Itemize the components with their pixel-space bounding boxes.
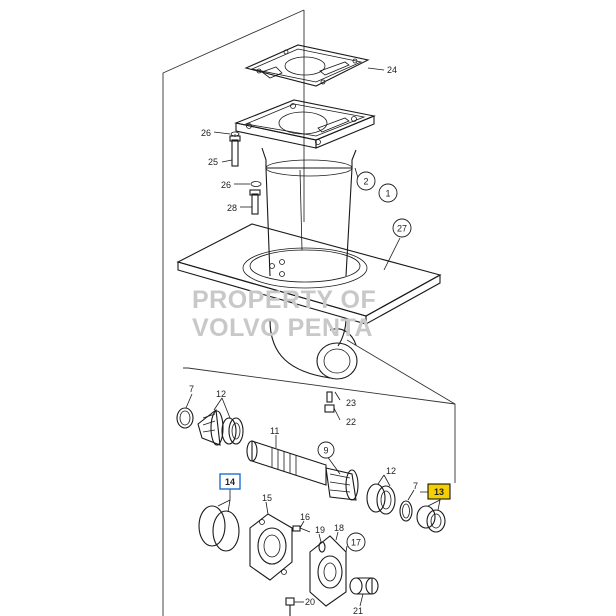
o-rings-14 bbox=[198, 505, 240, 552]
callout-17-label: 17 bbox=[351, 538, 361, 548]
bolt-25 bbox=[229, 135, 241, 167]
callout-22[interactable]: 22 bbox=[346, 417, 356, 427]
bolt-16 bbox=[292, 525, 311, 533]
callout-24[interactable]: 24 bbox=[387, 65, 397, 75]
callout-16[interactable]: 16 bbox=[300, 512, 310, 522]
pinion-gear bbox=[325, 467, 359, 501]
bearing-12-right bbox=[366, 483, 396, 515]
callout-11[interactable]: 11 bbox=[270, 426, 279, 436]
callout-20[interactable]: 20 bbox=[305, 597, 315, 607]
seal-13 bbox=[416, 505, 446, 533]
bearing-housing bbox=[249, 513, 293, 581]
callout-9-circle bbox=[317, 441, 335, 459]
nut-22 bbox=[324, 404, 335, 413]
callout-26-upper[interactable]: 26 bbox=[201, 128, 211, 138]
leader-lines bbox=[185, 67, 441, 607]
callout-12-right[interactable]: 12 bbox=[386, 466, 396, 476]
pinion-shaft bbox=[246, 440, 327, 486]
callout-27-circle bbox=[392, 218, 412, 238]
mounting-plate bbox=[176, 223, 442, 325]
callout-2[interactable]: 2 bbox=[356, 171, 376, 191]
callout-12-left[interactable]: 12 bbox=[216, 389, 226, 399]
watermark: PROPERTY OF VOLVO PENTA bbox=[192, 286, 376, 342]
callout-14-label: 14 bbox=[225, 477, 235, 487]
callout-17-circle bbox=[346, 532, 366, 552]
watermark-line-1: PROPERTY OF bbox=[192, 286, 376, 314]
callout-15[interactable]: 15 bbox=[262, 493, 272, 503]
o-ring-7-left bbox=[176, 407, 194, 429]
callout-7-left[interactable]: 7 bbox=[189, 384, 194, 394]
bevel-gear-left bbox=[197, 408, 224, 446]
callout-14-highlight-box bbox=[219, 473, 241, 490]
upper-housing bbox=[261, 147, 357, 277]
callout-9[interactable]: 9 bbox=[317, 441, 335, 459]
bearing-12-left bbox=[221, 417, 244, 445]
callout-13-highlighted[interactable]: 13 bbox=[427, 483, 451, 500]
callout-19[interactable]: 19 bbox=[315, 525, 325, 535]
screw-20 bbox=[285, 597, 295, 616]
callout-2-label: 2 bbox=[363, 177, 368, 187]
callout-9-label: 9 bbox=[323, 446, 328, 456]
bolt-28 bbox=[249, 189, 261, 215]
callout-26-lower[interactable]: 26 bbox=[221, 180, 231, 190]
washer-26-lower bbox=[250, 181, 262, 187]
callout-1[interactable]: 1 bbox=[378, 183, 398, 203]
upper-flange bbox=[234, 99, 376, 149]
gasket-plate bbox=[244, 44, 370, 87]
callout-13-label: 13 bbox=[434, 487, 444, 497]
callout-27[interactable]: 27 bbox=[392, 218, 412, 238]
assembly-frame bbox=[162, 9, 456, 616]
callout-23[interactable]: 23 bbox=[346, 398, 356, 408]
watermark-line-2: VOLVO PENTA bbox=[192, 314, 373, 342]
callout-17[interactable]: 17 bbox=[346, 532, 366, 552]
elbow-housing bbox=[269, 317, 358, 380]
callout-21[interactable]: 21 bbox=[353, 606, 363, 616]
bushing-21 bbox=[349, 577, 379, 595]
callout-2-circle bbox=[356, 171, 376, 191]
callout-28[interactable]: 28 bbox=[227, 203, 237, 213]
bolt-23 bbox=[326, 391, 333, 403]
cover-18 bbox=[309, 535, 347, 607]
callout-1-label: 1 bbox=[385, 189, 390, 199]
callout-13-highlight-box bbox=[427, 483, 451, 500]
o-ring-7-right bbox=[399, 500, 413, 522]
callout-1-circle bbox=[378, 183, 398, 203]
callout-18[interactable]: 18 bbox=[334, 523, 344, 533]
callout-14-boxed[interactable]: 14 bbox=[219, 473, 241, 490]
callout-25[interactable]: 25 bbox=[208, 157, 218, 167]
callout-27-label: 27 bbox=[397, 224, 407, 234]
callout-7-right[interactable]: 7 bbox=[413, 481, 418, 491]
